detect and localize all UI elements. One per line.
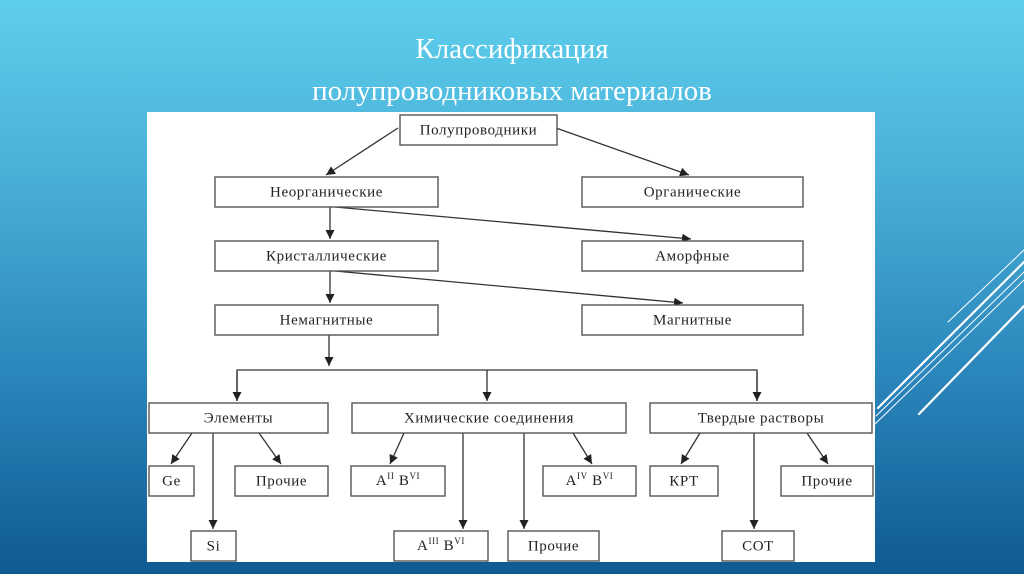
node-box [190, 530, 237, 562]
node-solutions-other: Прочие [780, 465, 874, 497]
node-label: Прочие [801, 473, 852, 489]
node-box [649, 465, 719, 497]
node-box [581, 240, 804, 272]
node-label: СОТ [742, 538, 774, 554]
node-a3b6: AIII BVI [393, 530, 489, 562]
node-label: Химические соединения [404, 410, 574, 426]
node-label: AII BVI [376, 471, 420, 489]
node-box [780, 465, 874, 497]
edge-inorganic-to-amorphous [334, 206, 692, 243]
node-box [542, 465, 637, 497]
edge-compounds-to-a4b6 [572, 432, 593, 465]
slide-title-line-2: полупроводниковых материалов [312, 75, 712, 107]
node-box [581, 176, 804, 208]
node-a2b6: AII BVI [350, 465, 446, 497]
node-box [214, 304, 439, 336]
distribution-bus-line [236, 369, 758, 401]
node-label: Немагнитные [280, 312, 374, 328]
edge-semiconductors-to-organic [555, 127, 690, 177]
node-label: Элементы [204, 410, 273, 426]
node-organic: Органические [581, 176, 804, 208]
node-amorphous: Аморфные [581, 240, 804, 272]
node-si: Si [190, 530, 237, 562]
node-label: Твердые растворы [698, 410, 825, 426]
node-elements-other: Прочие [234, 465, 329, 497]
node-compounds: Химические соединения [351, 402, 627, 434]
node-label: Прочие [256, 473, 307, 489]
node-label: Кристаллические [266, 248, 387, 264]
node-label: Полупроводники [420, 122, 538, 138]
node-box [214, 176, 439, 208]
node-box [649, 402, 873, 434]
node-label: AIII BVI [417, 536, 465, 554]
node-box [507, 530, 600, 562]
node-box [393, 530, 489, 562]
node-elements: Элементы [148, 402, 329, 434]
node-label: Неорганические [270, 184, 383, 200]
node-label: Si [207, 538, 221, 554]
node-label: Магнитные [653, 312, 732, 328]
node-box [721, 530, 795, 562]
slide-title-line-1: Классификация [415, 33, 609, 65]
node-box [351, 402, 627, 434]
node-box [581, 304, 804, 336]
node-krt: КРТ [649, 465, 719, 497]
edge-semiconductors-to-inorganic [325, 127, 399, 176]
edge-solid_solutions-to-solutions-other [806, 432, 829, 465]
node-label: Органические [644, 184, 742, 200]
node-label: КРТ [669, 473, 699, 489]
edge-crystalline-to-magnetic [334, 270, 684, 307]
edge-elements-to-elements-other [258, 432, 282, 465]
node-box [148, 465, 195, 497]
node-label: Ge [162, 473, 181, 489]
node-box [148, 402, 329, 434]
node-solid-solutions: Твердые растворы [649, 402, 873, 434]
node-ge: Ge [148, 465, 195, 497]
edge-solid_solutions-to-krt [680, 432, 701, 465]
node-inorganic: Неорганические [214, 176, 439, 208]
node-box [350, 465, 446, 497]
node-label: AIV BVI [566, 471, 614, 489]
node-a4b6: AIV BVI [542, 465, 637, 497]
node-box [399, 114, 558, 146]
node-label: Аморфные [655, 248, 730, 264]
node-box [234, 465, 329, 497]
edge-elements-to-ge [170, 432, 193, 465]
edges-layer [170, 127, 829, 529]
node-label: Прочие [528, 538, 579, 554]
node-crystalline: Кристаллические [214, 240, 439, 272]
node-semiconductors: Полупроводники [399, 114, 558, 146]
node-nonmagnetic: Немагнитные [214, 304, 439, 336]
node-magnetic: Магнитные [581, 304, 804, 336]
edge-compounds-to-a2b6 [389, 432, 405, 465]
node-box [214, 240, 439, 272]
node-compounds-other: Прочие [507, 530, 600, 562]
node-sot: СОТ [721, 530, 795, 562]
